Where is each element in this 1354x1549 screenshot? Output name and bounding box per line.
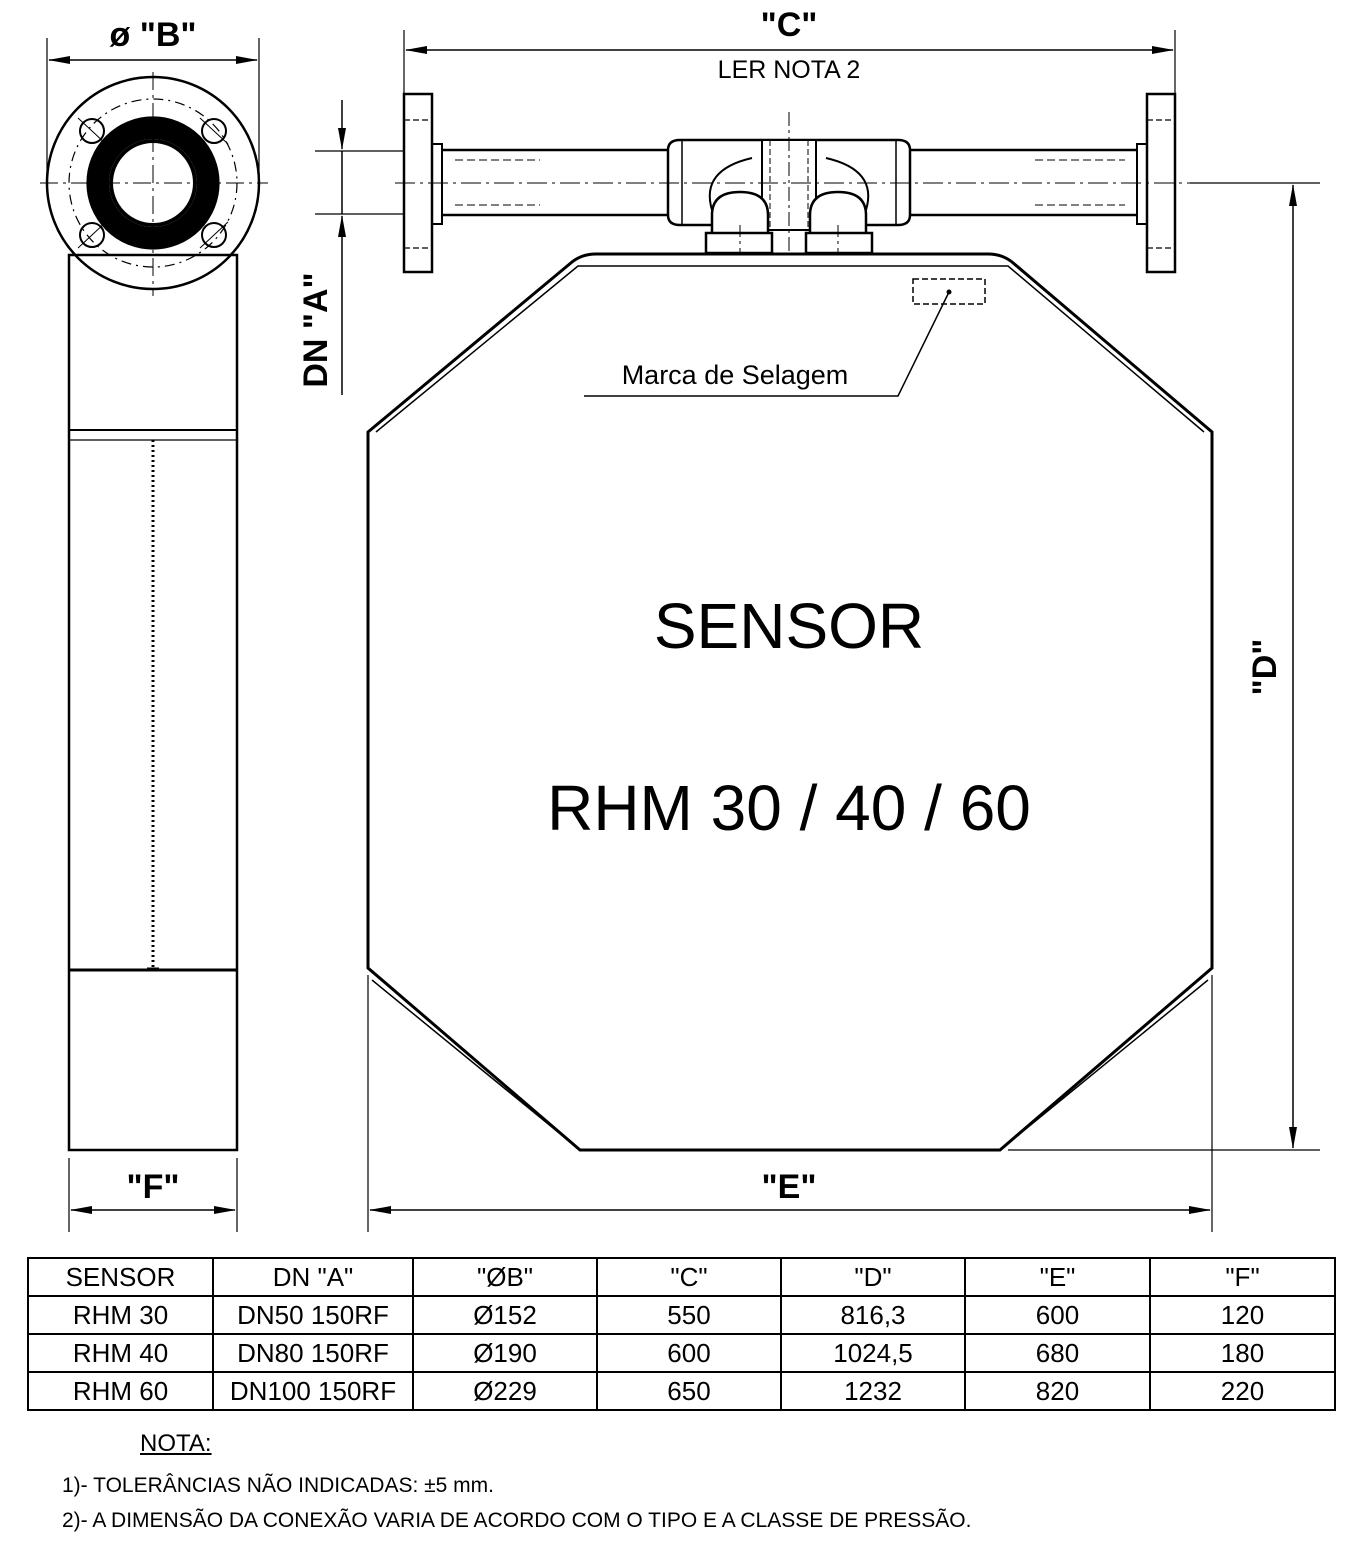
flange-end-view — [40, 72, 268, 296]
table-cell: 220 — [1149, 1371, 1336, 1411]
dimensions-table: SENSOR DN "A" "ØB" "C" "D" "E" "F" RHM 3… — [27, 1257, 1336, 1411]
table-row: RHM 60 DN100 150RF Ø229 650 1232 820 220 — [27, 1371, 1336, 1411]
dim-c-note: LER NOTA 2 — [718, 56, 861, 84]
side-view — [40, 72, 268, 1152]
notes-title: NOTA: — [140, 1430, 212, 1457]
table-header-cell: "F" — [1149, 1257, 1336, 1297]
table-row: RHM 40 DN80 150RF Ø190 600 1024,5 680 18… — [27, 1333, 1336, 1373]
table-cell: Ø229 — [412, 1371, 598, 1411]
dimension-e — [367, 975, 1213, 1232]
table-cell: 600 — [964, 1295, 1151, 1335]
table-cell: 680 — [964, 1333, 1151, 1373]
sensor-models: RHM 30 / 40 / 60 — [547, 772, 1031, 844]
table-cell: Ø190 — [412, 1333, 598, 1373]
table-cell: DN80 150RF — [212, 1333, 414, 1373]
table-header-cell: "C" — [596, 1257, 782, 1297]
dimension-c — [403, 30, 1176, 94]
table-cell: DN100 150RF — [212, 1371, 414, 1411]
dimension-a — [315, 100, 404, 395]
table-cell: 1024,5 — [780, 1333, 966, 1373]
dim-b-label: ø "B" — [109, 16, 196, 54]
table-cell: 550 — [596, 1295, 782, 1335]
table-header-row: SENSOR DN "A" "ØB" "C" "D" "E" "F" — [27, 1257, 1336, 1297]
table-cell: Ø152 — [412, 1295, 598, 1335]
table-cell: 600 — [596, 1333, 782, 1373]
dimension-f — [68, 1158, 238, 1232]
dimension-d — [1008, 182, 1320, 1151]
table-header-cell: "E" — [964, 1257, 1151, 1297]
dim-d-label: "D" — [1246, 639, 1284, 696]
table-header-cell: "D" — [780, 1257, 966, 1297]
note-item: 2)- A DIMENSÃO DA CONEXÃO VARIA DE ACORD… — [62, 1509, 972, 1532]
table-cell: RHM 30 — [27, 1295, 214, 1335]
table-header-cell: "ØB" — [412, 1257, 598, 1297]
dim-e-label: "E" — [762, 1168, 817, 1206]
table-cell: 820 — [964, 1371, 1151, 1411]
table-cell: DN50 150RF — [212, 1295, 414, 1335]
dim-a-label: DN "A" — [297, 272, 335, 387]
sensor-housing — [366, 252, 1214, 1152]
table-header-cell: DN "A" — [212, 1257, 414, 1297]
table-cell: 1232 — [780, 1371, 966, 1411]
technical-drawing: ø "B" "F" — [40, 6, 1320, 1232]
note-item: 1)- TOLERÂNCIAS NÃO INDICADAS: ±5 mm. — [62, 1474, 494, 1497]
pipe-assembly — [395, 92, 1190, 274]
seal-mark-leader — [584, 291, 950, 397]
dim-c-label: "C" — [761, 6, 818, 44]
seal-mark-label: Marca de Selagem — [622, 360, 849, 390]
dim-f-label: "F" — [126, 1168, 179, 1206]
table-row: RHM 30 DN50 150RF Ø152 550 816,3 600 120 — [27, 1295, 1336, 1335]
table-cell: 816,3 — [780, 1295, 966, 1335]
seal-mark-box — [912, 278, 986, 305]
sensor-title: SENSOR — [654, 590, 924, 662]
dimension-b — [46, 38, 260, 180]
table-cell: RHM 60 — [27, 1371, 214, 1411]
table-cell: 650 — [596, 1371, 782, 1411]
table-cell: RHM 40 — [27, 1333, 214, 1373]
table-header-cell: SENSOR — [27, 1257, 214, 1297]
table-cell: 180 — [1149, 1333, 1336, 1373]
table-cell: 120 — [1149, 1295, 1336, 1335]
